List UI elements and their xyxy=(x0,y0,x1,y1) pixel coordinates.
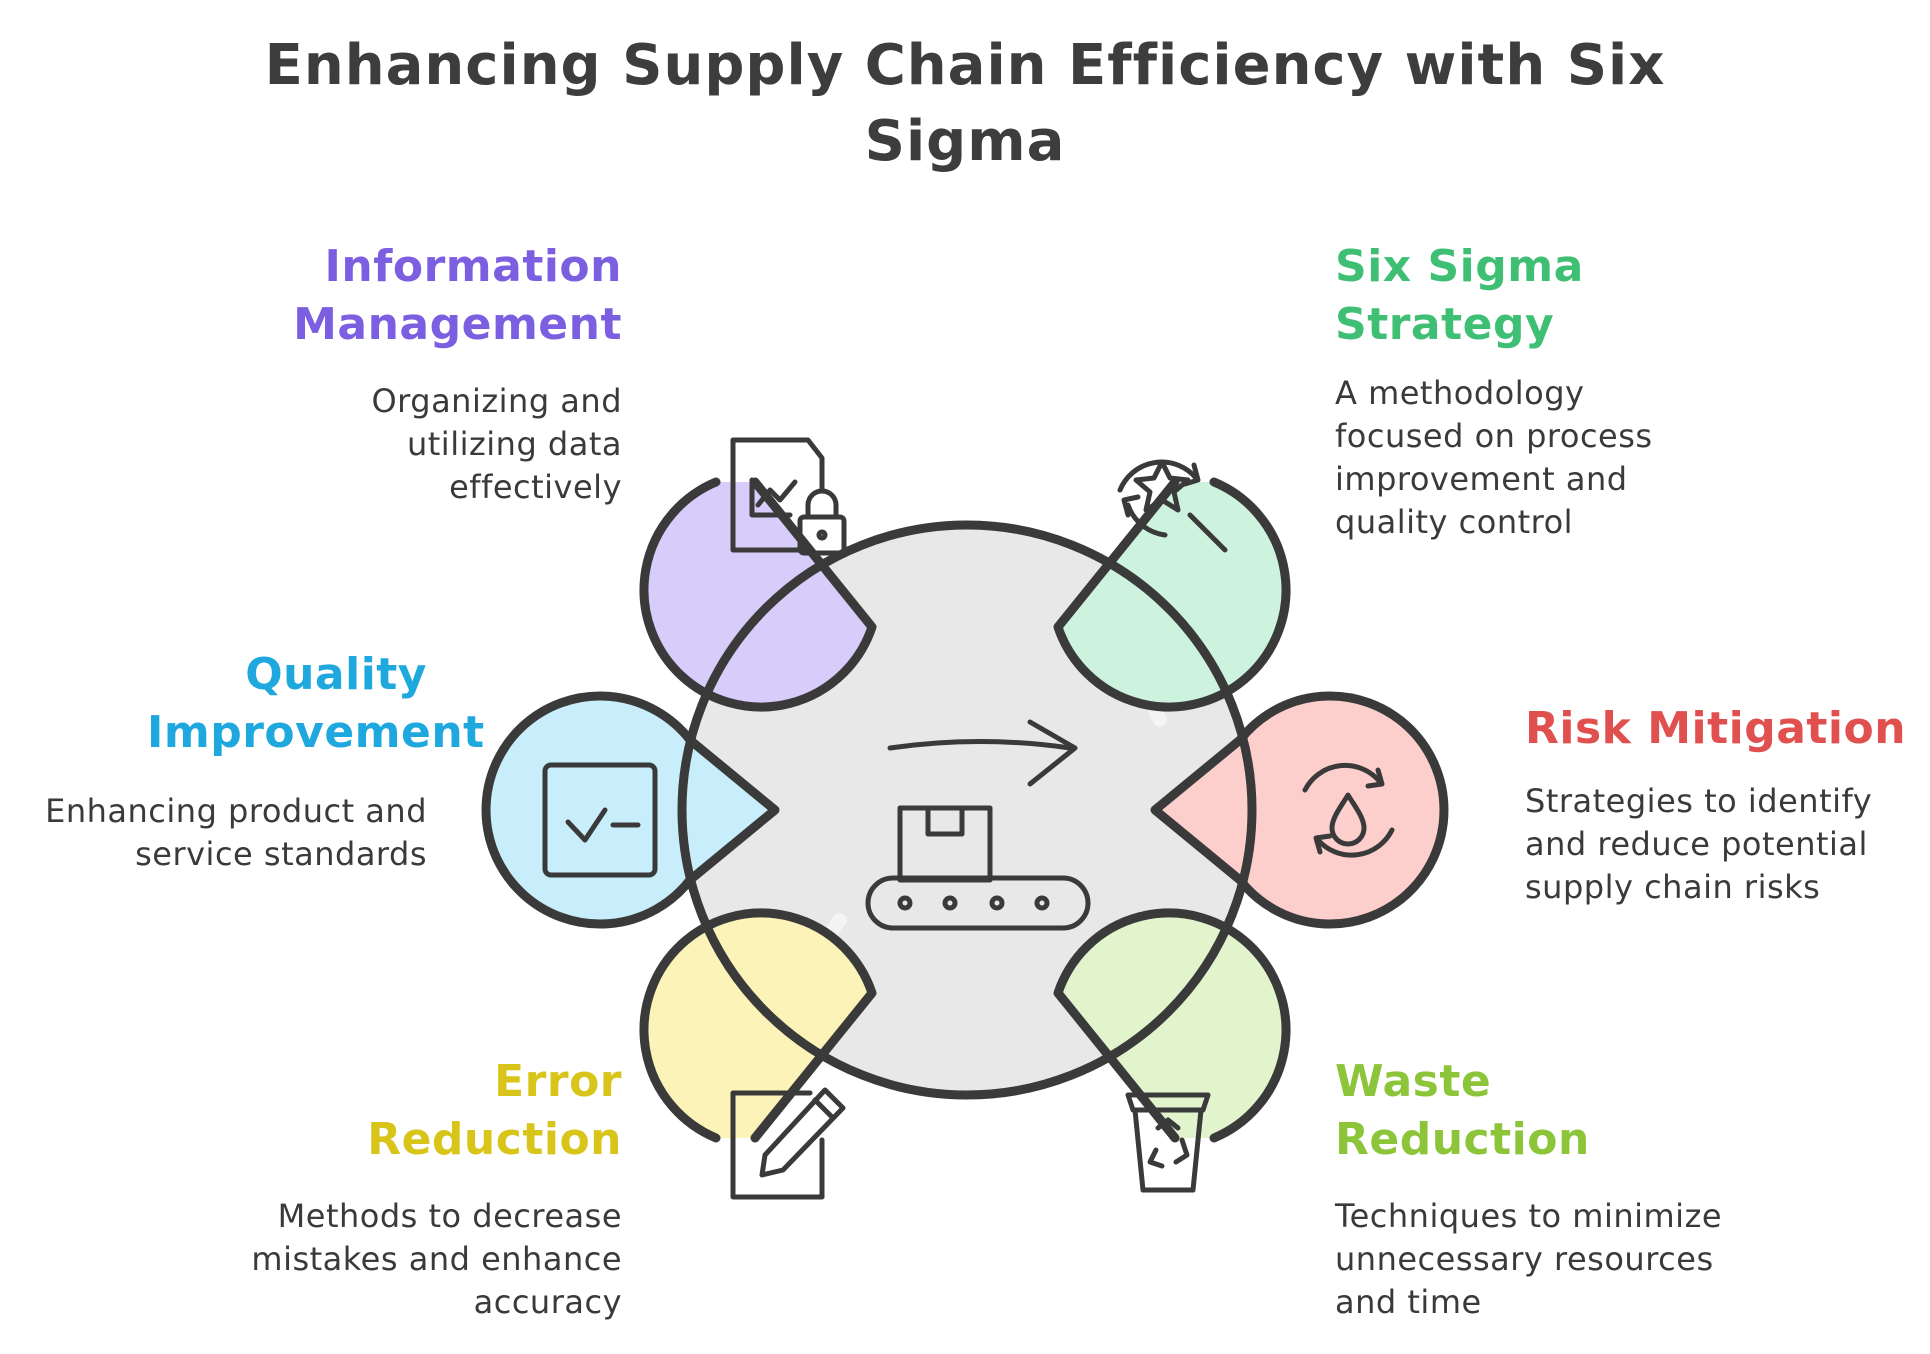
center-hub-outline xyxy=(677,520,1257,1100)
node-title: Error Reduction xyxy=(367,1056,622,1165)
node-text-quality-improvement: Quality Improvement Enhancing product an… xyxy=(0,646,485,876)
node-waste-reduction xyxy=(1053,908,1291,1143)
node-text-six-sigma-strategy: Six Sigma Strategy A methodology focused… xyxy=(1335,238,1895,544)
node-text-information-management: Information Management Organizing and ut… xyxy=(62,238,622,509)
node-six-sigma-strategy xyxy=(1053,477,1291,712)
node-description: A methodology focused on process improve… xyxy=(1335,374,1653,541)
node-title: Quality Improvement xyxy=(147,649,485,758)
star-search-cycle-icon xyxy=(1117,459,1228,553)
chart-document-lock-icon xyxy=(730,437,847,556)
node-title: Information Management xyxy=(293,241,622,350)
edit-pencil-icon xyxy=(730,1087,846,1200)
node-title: Waste Reduction xyxy=(1335,1056,1590,1165)
node-title: Risk Mitigation xyxy=(1525,703,1907,754)
node-text-error-reduction: Error Reduction Methods to decrease mist… xyxy=(62,1053,622,1324)
node-description: Techniques to minimize unnecessary resou… xyxy=(1335,1197,1723,1321)
conveyor-belt-box-arrow-icon xyxy=(865,719,1091,931)
node-description: Enhancing product and service standards xyxy=(45,792,427,873)
node-text-risk-mitigation: Risk Mitigation Strategies to identify a… xyxy=(1525,700,1925,909)
node-title: Six Sigma Strategy xyxy=(1335,241,1584,350)
water-drop-cycle-icon xyxy=(1302,762,1395,858)
checkbox-icon xyxy=(542,762,658,878)
node-description: Methods to decrease mistakes and enhance… xyxy=(251,1197,622,1321)
node-description: Organizing and utilizing data effectivel… xyxy=(371,382,622,506)
node-risk-mitigation xyxy=(1150,691,1449,929)
node-error-reduction xyxy=(639,908,877,1143)
node-text-waste-reduction: Waste Reduction Techniques to minimize u… xyxy=(1335,1053,1895,1324)
node-information-management xyxy=(639,477,877,712)
node-description: Strategies to identify and reduce potent… xyxy=(1525,782,1873,906)
diagram-title: Enhancing Supply Chain Efficiency with S… xyxy=(264,33,1666,174)
recycle-bin-icon xyxy=(1125,1092,1211,1193)
